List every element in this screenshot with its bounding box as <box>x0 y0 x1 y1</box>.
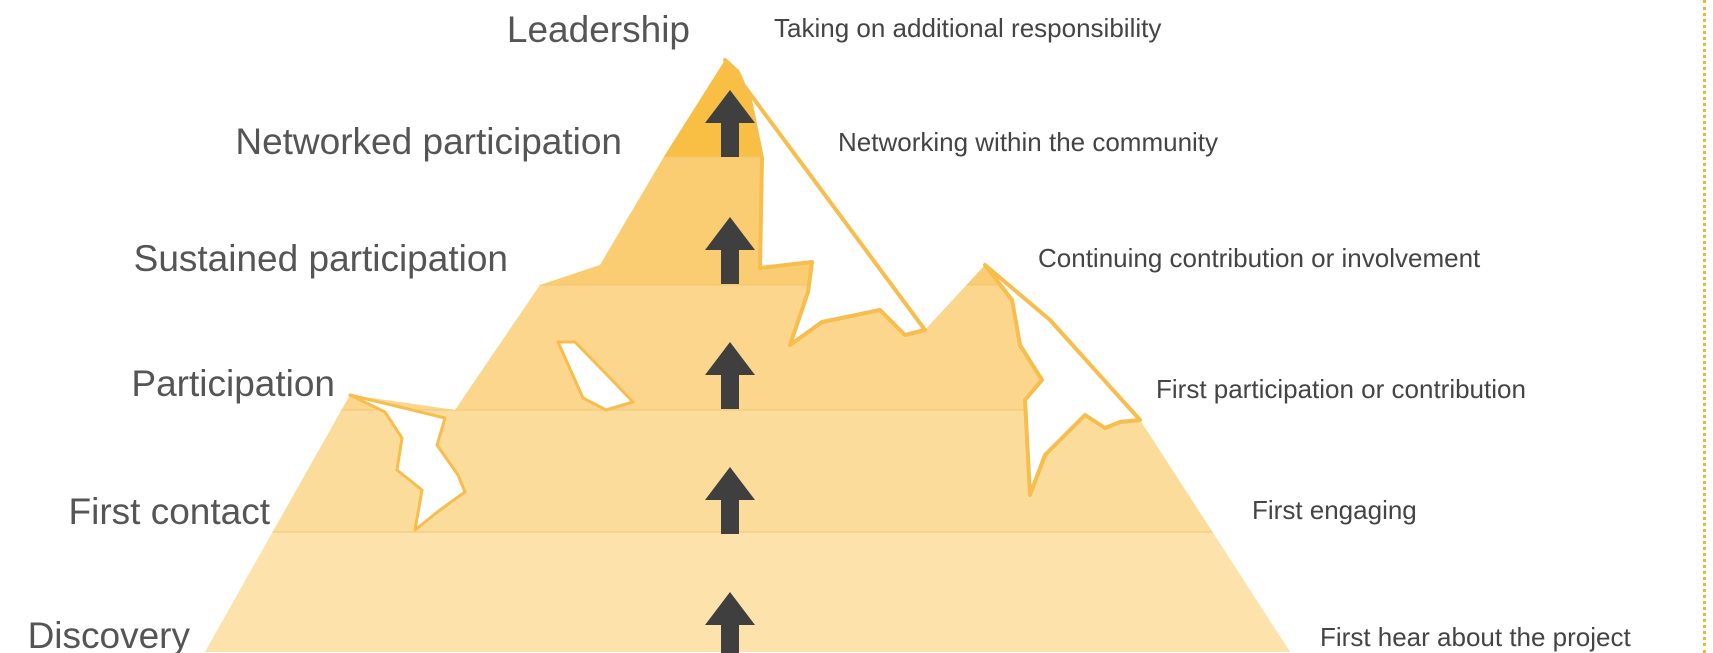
level-label-first-contact: First contact <box>69 491 271 532</box>
band-discovery <box>205 532 1290 652</box>
level-description-discovery: First hear about the project <box>1320 622 1631 652</box>
level-description-first-contact: First engaging <box>1252 495 1417 525</box>
level-description-networked-participation: Networking within the community <box>838 127 1218 157</box>
up-arrow-icon <box>705 90 755 157</box>
snow-left-peak <box>348 393 467 532</box>
snow-patch-mid <box>556 340 635 412</box>
snow-summit <box>723 58 927 347</box>
level-description-sustained-participation: Continuing contribution or involvement <box>1038 243 1481 273</box>
level-label-discovery: Discovery <box>28 615 191 653</box>
up-arrow-icon <box>705 592 755 653</box>
level-description-participation: First participation or contribution <box>1156 374 1526 404</box>
up-arrow-icon <box>705 467 755 534</box>
level-descriptions: Taking on additional responsibility Netw… <box>774 13 1631 652</box>
level-label-participation: Participation <box>131 363 335 404</box>
level-label-networked-participation: Networked participation <box>235 121 622 162</box>
up-arrow-icon <box>705 342 755 409</box>
level-labels: Leadership Networked participation Susta… <box>28 9 690 653</box>
level-description-leadership: Taking on additional responsibility <box>774 13 1161 43</box>
snow-right-peak <box>983 263 1142 497</box>
dotted-border <box>1703 0 1706 653</box>
band-first-contact <box>205 410 1290 532</box>
level-label-leadership: Leadership <box>507 9 690 50</box>
up-arrow-icon <box>705 217 755 284</box>
level-label-sustained-participation: Sustained participation <box>134 238 508 279</box>
progression-arrows <box>705 90 755 653</box>
